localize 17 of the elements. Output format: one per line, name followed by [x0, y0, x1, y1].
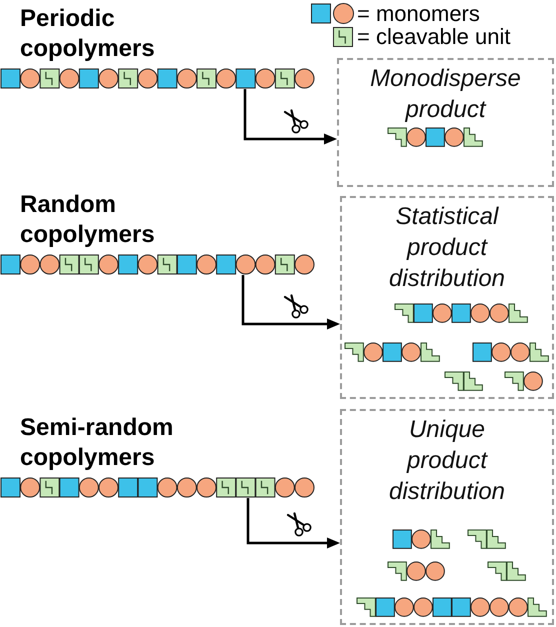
arrow [242, 275, 340, 330]
product-panel [340, 409, 554, 625]
legend-text: = cleavable unit [357, 25, 510, 49]
copolymer-chain [0, 477, 316, 498]
product-panel [337, 58, 554, 187]
chain-heading: Periodic copolymers [20, 4, 156, 64]
panel-title: Monodisperse product [369, 64, 522, 125]
chain-heading: Semi-random copolymers [20, 413, 174, 473]
legend-text: = monomers [357, 2, 480, 26]
chain-heading: Random copolymers [20, 190, 156, 250]
arrow [244, 89, 337, 144]
product-panel [340, 196, 554, 399]
panel-title: Unique product distribution [388, 415, 506, 507]
copolymer-chain [0, 68, 316, 89]
arrow [246, 498, 340, 548]
panel-title: Statistical product distribution [388, 202, 506, 294]
copolymer-chain [0, 254, 316, 275]
